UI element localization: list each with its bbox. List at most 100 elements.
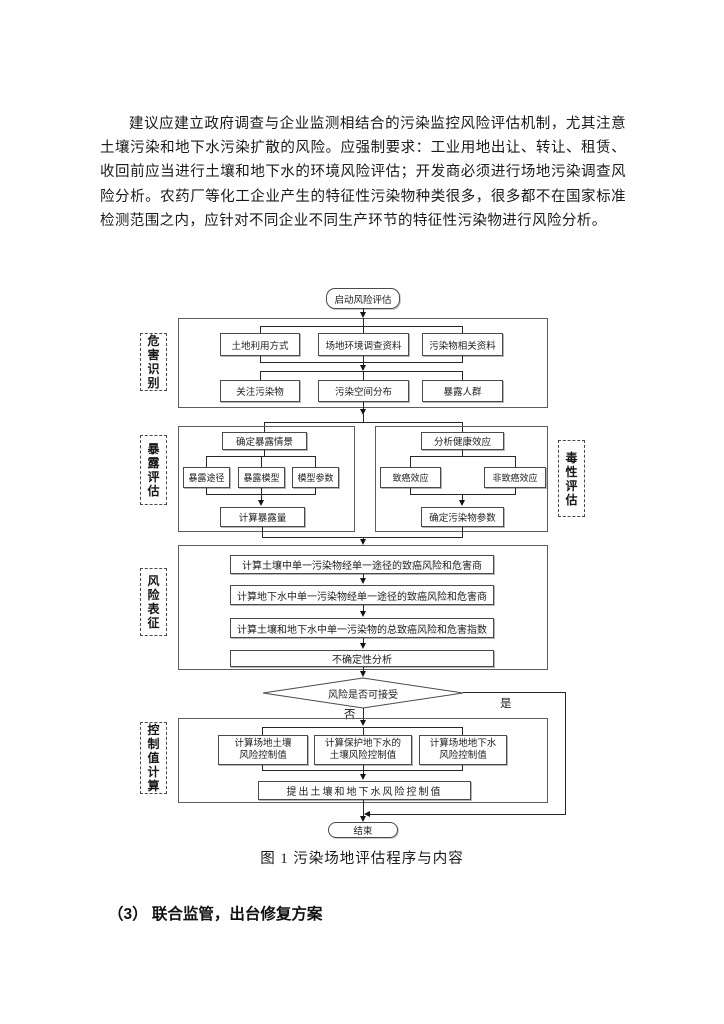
connector-line	[363, 414, 364, 422]
connector-line	[260, 326, 463, 327]
end-node: 结束	[328, 822, 398, 838]
stage-label-exposure-assessment: 暴露评估	[140, 435, 167, 505]
connector-line	[462, 326, 463, 333]
connector-line	[363, 308, 364, 313]
connector-line	[363, 371, 364, 380]
node-exposed-population: 暴露人群	[422, 380, 503, 402]
decision-no-label: 否	[344, 709, 356, 721]
connector-line	[363, 362, 364, 366]
node-risk-step-4: 不确定性分析	[230, 650, 494, 667]
arrow-down-icon	[360, 643, 366, 649]
connector-line	[261, 494, 262, 501]
connector-line	[363, 667, 364, 672]
node-control-protect-groundwater: 计算保护地下水的 土壤风险控制值	[314, 735, 412, 765]
connector-line	[363, 708, 364, 721]
arrow-down-icon	[360, 774, 366, 780]
arrow-down-icon	[360, 578, 366, 584]
connector-line	[262, 765, 263, 770]
node-site-survey-data: 场地环境调查资料	[318, 333, 409, 356]
node-model-parameters: 模型参数	[292, 467, 339, 488]
arrow-down-icon	[360, 539, 366, 545]
connector-line	[363, 574, 364, 579]
connector-line	[262, 527, 263, 537]
body-paragraph: 建议应建立政府调查与企业监测相结合的污染监控风险评估机制，尤其注意土壤污染和地下…	[100, 116, 626, 229]
arrow-down-icon	[360, 409, 366, 415]
node-concerned-pollutants: 关注污染物	[220, 380, 300, 402]
connector-line	[262, 770, 463, 771]
arrow-down-icon	[360, 816, 366, 822]
node-risk-step-2: 计算地下水中单一污染物经单一途径的致癌风险和危害商	[230, 585, 494, 605]
connector-line	[515, 456, 516, 467]
stage-label-toxicity-assessment: 毒性评估	[558, 440, 585, 517]
connector-line	[410, 456, 516, 457]
connector-line	[462, 527, 463, 537]
stage-label-control-value: 控制值计算	[140, 722, 167, 794]
connector-line	[462, 450, 463, 456]
arrow-left-icon	[364, 811, 370, 817]
arrow-down-icon	[360, 671, 366, 677]
node-carcinogenic-effect: 致癌效应	[380, 467, 441, 488]
connector-line	[260, 371, 463, 372]
connector-line	[410, 456, 411, 467]
connector-line	[463, 692, 565, 693]
connector-line	[260, 326, 261, 333]
stage-label-risk-characterization: 风险表征	[140, 568, 167, 636]
connector-line	[363, 318, 364, 326]
connector-line	[363, 402, 364, 410]
connector-line	[261, 488, 262, 494]
node-determine-pollutant-parameters: 确定污染物参数	[421, 507, 504, 527]
node-non-carcinogenic-effect: 非致癌效应	[484, 467, 546, 488]
connector-line	[462, 422, 463, 432]
arrow-down-icon	[360, 312, 366, 318]
decision-risk-acceptable: 风险是否可接受	[328, 689, 398, 701]
node-define-exposure-scenario: 确定暴露情景	[222, 432, 307, 450]
connector-line	[264, 422, 463, 423]
arrow-down-icon	[360, 365, 366, 371]
node-control-site-soil: 计算场地土壤 风险控制值	[218, 735, 308, 765]
connector-line	[260, 356, 261, 362]
figure-caption: 图 1 污染场地评估程序与内容	[260, 851, 464, 867]
connector-line	[264, 422, 265, 432]
node-exposure-model: 暴露模型	[238, 467, 285, 488]
connector-line	[315, 456, 316, 467]
node-analyze-health-effects: 分析健康效应	[421, 432, 504, 450]
node-pollutant-data: 污染物相关资料	[422, 333, 503, 356]
connector-line	[262, 727, 263, 735]
node-risk-step-1: 计算土壤中单一污染物经单一途径的致癌风险和危害商	[230, 555, 494, 574]
connector-line	[462, 494, 463, 501]
connector-line	[462, 765, 463, 770]
connector-line	[363, 638, 364, 643]
connector-line	[565, 692, 566, 815]
connector-line	[363, 605, 364, 611]
connector-line	[206, 488, 207, 494]
decision-yes-label: 是	[500, 698, 512, 710]
connector-line	[363, 765, 364, 770]
connector-line	[368, 814, 565, 815]
connector-line	[206, 456, 207, 467]
node-propose-control-values: 提出土壤和地下水风险控制值	[258, 781, 471, 800]
stage-label-hazard-identification: 危害识别	[140, 333, 167, 391]
connector-line	[261, 456, 262, 467]
connector-line	[462, 356, 463, 362]
connector-line	[264, 450, 265, 456]
arrow-down-icon	[360, 720, 366, 726]
connector-line	[462, 371, 463, 380]
node-risk-step-3: 计算土壤和地下水中单一污染物的总致癌风险和危害指数	[230, 618, 494, 638]
section-heading: （3） 联合监管，出台修复方案	[108, 906, 323, 923]
connector-line	[363, 727, 364, 735]
connector-line	[363, 770, 364, 775]
connector-line	[262, 727, 463, 728]
connector-line	[515, 488, 516, 494]
connector-line	[462, 727, 463, 735]
connector-line	[363, 537, 364, 540]
connector-line	[363, 326, 364, 333]
toxicity-assessment-container	[375, 426, 548, 532]
node-exposure-pathway: 暴露途径	[183, 467, 230, 488]
arrow-down-icon	[360, 611, 366, 617]
connector-line	[363, 800, 364, 816]
node-pollution-spatial-distribution: 污染空间分布	[318, 380, 409, 402]
node-control-site-groundwater: 计算场地地下水 风险控制值	[419, 735, 507, 765]
connector-line	[410, 488, 411, 494]
